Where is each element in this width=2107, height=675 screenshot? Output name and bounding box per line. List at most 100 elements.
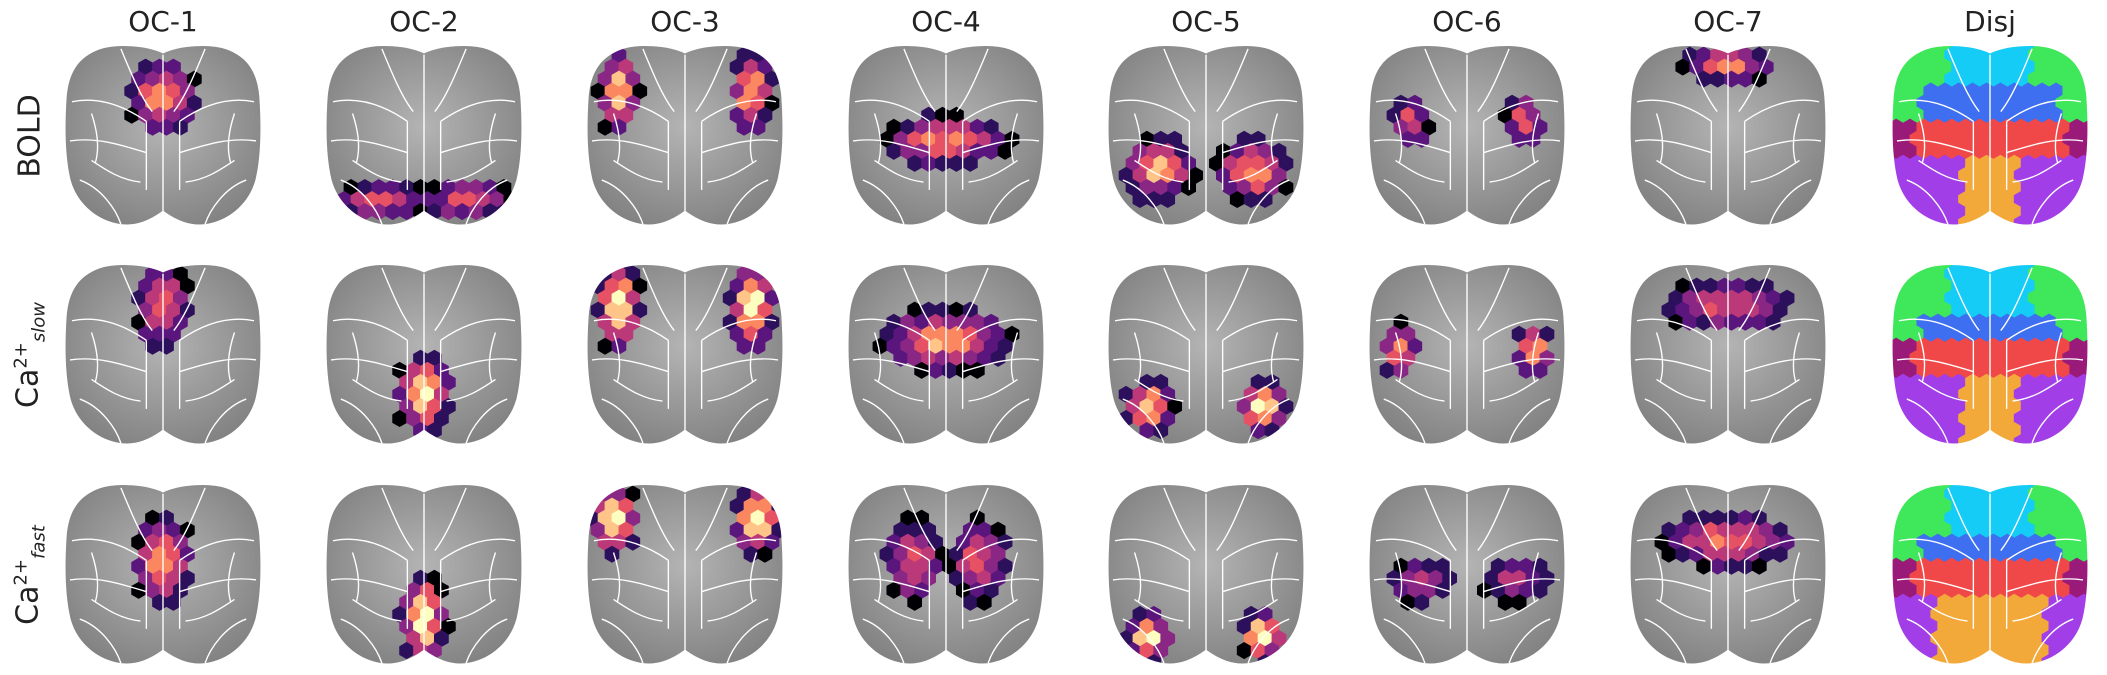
region-boundary (601, 179, 644, 225)
activation-hex (1379, 337, 1395, 355)
activation-hex (1167, 397, 1183, 416)
region-boundary (1483, 578, 1561, 593)
activation-hex (757, 545, 773, 563)
activation-hex (907, 154, 923, 172)
region-boundary (1112, 139, 1190, 154)
activation-hex (1153, 422, 1169, 440)
region-boundary (1122, 618, 1165, 664)
activation-hex (914, 337, 929, 355)
activation-hex (1236, 397, 1252, 416)
activation-hex (1132, 605, 1148, 623)
activation-hex (1532, 581, 1548, 599)
activation-hex (1386, 349, 1402, 367)
region-boundary (440, 578, 518, 593)
activation-hex (1689, 301, 1705, 319)
activation-hex (1250, 397, 1266, 416)
activation-hex (928, 118, 943, 136)
activation-hex (433, 191, 449, 209)
activation-hex (1682, 509, 1698, 527)
activation-hex (1511, 593, 1527, 611)
region-boundary (1477, 267, 1510, 331)
parcel-hex (2013, 118, 2029, 136)
activation-hex (1146, 410, 1162, 428)
activation-hex (1167, 178, 1183, 197)
activation-hex (1744, 58, 1760, 76)
activation-hex (1386, 569, 1402, 587)
region-boundary (1744, 139, 1822, 154)
parcel-hex (1902, 385, 1918, 404)
parcel-hex (1999, 70, 2015, 88)
region-boundary (1483, 318, 1559, 341)
parcel-hex (2041, 70, 2057, 88)
activation-hex (1703, 277, 1719, 295)
parcel-hex (1930, 70, 1946, 88)
parcel-hex (2020, 484, 2036, 491)
region-boundary (642, 267, 675, 331)
parcel-hex (1965, 202, 1981, 221)
region-boundary (1395, 159, 1445, 183)
activation-hex (172, 289, 188, 307)
parcel-hex (1958, 46, 1974, 64)
region-boundary (854, 318, 930, 341)
parcel-hex (1992, 521, 2008, 539)
brain-outline (1629, 44, 1827, 226)
region-boundary (701, 578, 779, 593)
region-boundary (642, 48, 675, 112)
brain-map (1368, 263, 1566, 445)
activation-hex (962, 349, 978, 367)
parcel-hex (1992, 397, 2008, 416)
region-boundary (1738, 487, 1771, 551)
parcel-hex (1916, 409, 1932, 428)
region-boundary (593, 318, 669, 341)
activation-hex (879, 130, 895, 148)
activation-hex (590, 82, 606, 100)
parcel-hex (1951, 397, 1967, 416)
parcel-hex (2013, 46, 2029, 64)
parcel-hex (2062, 154, 2078, 173)
parcel-hex (1958, 361, 1974, 379)
parcel-hex (2006, 106, 2022, 124)
brain-map (1891, 483, 2089, 665)
parcel-hex (2083, 215, 2089, 226)
region-boundary (1685, 48, 1718, 112)
region-boundary (1531, 332, 1540, 382)
parcel-hex (1999, 605, 2015, 624)
parcel-hex (2034, 301, 2050, 319)
parcel-hex (1909, 349, 1925, 367)
activation-hex (1710, 46, 1725, 64)
region-boundary (90, 113, 99, 163)
activation-hex (1264, 178, 1280, 197)
column-title: OC-4 (911, 5, 981, 38)
parcel-hex (1930, 409, 1946, 428)
activation-hex (1139, 178, 1155, 197)
parcel-hex (1902, 337, 1918, 355)
region-boundary (1228, 598, 1278, 622)
parcel-hex (1965, 178, 1981, 197)
parcel-hex (2034, 82, 2050, 100)
activation-hex (893, 545, 909, 563)
activation-hex (764, 533, 780, 551)
activation-hex (166, 301, 181, 319)
region-boundary (1394, 113, 1403, 163)
activation-hex (145, 265, 160, 283)
activation-hex (1779, 289, 1795, 307)
parcel-hex (1965, 497, 1981, 515)
parcel-hex (1923, 349, 1939, 367)
parcel-hex (1930, 557, 1946, 575)
parcel-hex (2055, 142, 2071, 160)
region-boundary (1222, 318, 1298, 341)
region-boundary (874, 598, 924, 622)
activation-hex (399, 397, 415, 416)
activation-hex (1696, 70, 1711, 88)
parcel-hex (1916, 118, 1932, 136)
activation-hex (1731, 521, 1746, 539)
activation-hex (166, 593, 181, 611)
region-boundary (1898, 318, 1974, 341)
activation-hex (764, 94, 780, 112)
parcel-hex (1951, 264, 1967, 271)
activation-hex (949, 154, 964, 172)
activation-hex (962, 545, 978, 563)
activation-hex (440, 203, 456, 221)
region-boundary (352, 159, 402, 183)
activation-hex (743, 301, 759, 319)
